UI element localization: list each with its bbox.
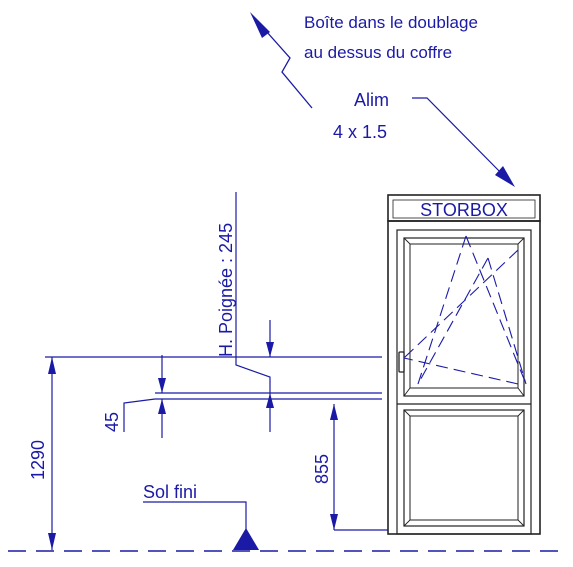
door-frame xyxy=(387,220,541,535)
box-note-line2: au dessus du coffre xyxy=(304,43,452,62)
dim-1290-label: 1290 xyxy=(28,440,48,480)
dim-855-label: 855 xyxy=(312,454,332,484)
dim-1290 xyxy=(48,357,56,550)
floor-marker xyxy=(233,528,259,550)
alim-label-line1: Alim xyxy=(354,90,389,110)
handle-height-reference xyxy=(235,192,271,393)
dim-855 xyxy=(330,404,388,531)
floor-leader xyxy=(143,501,247,530)
storbox: STORBOX xyxy=(387,194,541,222)
lightning-arrow xyxy=(250,12,313,109)
dim-45-label: 45 xyxy=(102,412,122,432)
door-handle xyxy=(398,351,405,373)
alim-label-line2: 4 x 1.5 xyxy=(333,122,387,142)
alim-leader xyxy=(412,97,515,187)
handle-height-label: H. Poignée : 245 xyxy=(216,223,236,357)
box-note-line1: Boîte dans le doublage xyxy=(304,13,478,32)
floor-slab xyxy=(123,392,382,432)
opening-dashes xyxy=(403,235,527,385)
dim-45-arrows xyxy=(158,355,166,438)
storbox-label: STORBOX xyxy=(420,200,508,220)
floor-label: Sol fini xyxy=(143,482,197,502)
